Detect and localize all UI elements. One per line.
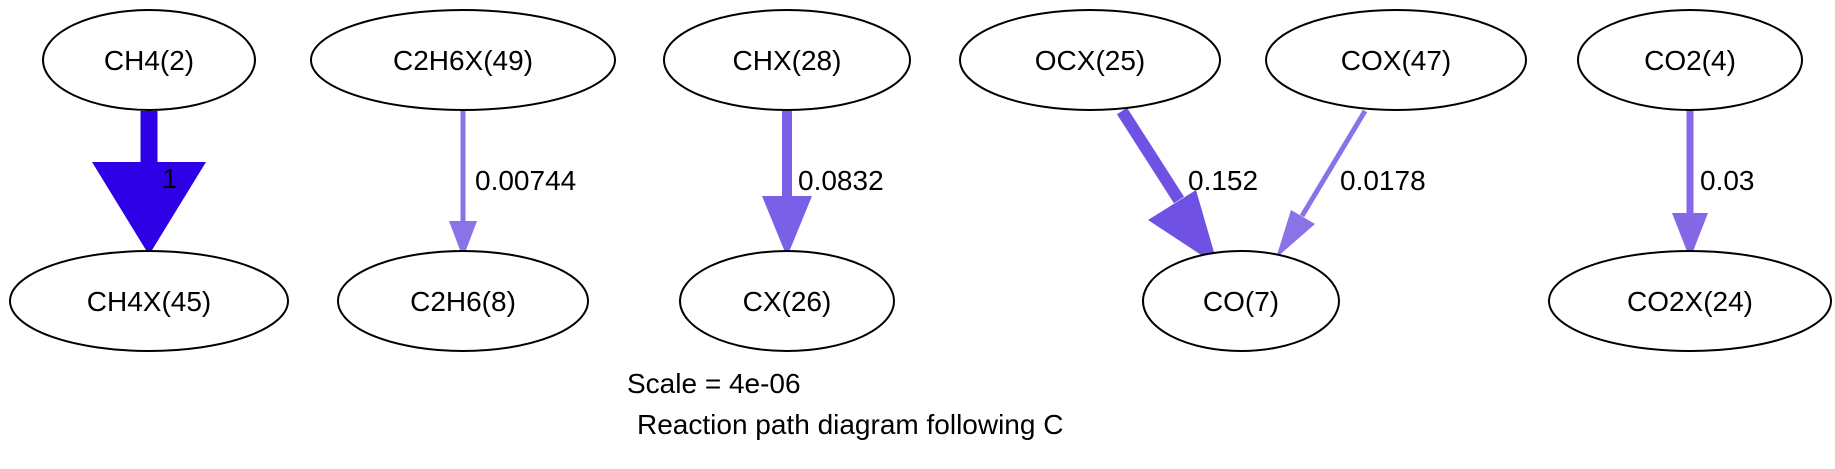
node-co[interactable]: CO(7) xyxy=(1142,250,1340,352)
node-label: OCX(25) xyxy=(1035,45,1145,76)
edge-ch4-to-ch4x: 1 xyxy=(92,111,206,255)
node-ocx[interactable]: OCX(25) xyxy=(959,9,1221,111)
edge-arrowhead xyxy=(449,221,477,258)
edge-arrowhead xyxy=(1672,213,1708,259)
node-co2[interactable]: CO2(4) xyxy=(1577,9,1803,111)
node-label: CX(26) xyxy=(743,286,832,317)
edge-c2h6x-to-c2h6: 0.00744 xyxy=(449,111,576,258)
node-label: CO2X(24) xyxy=(1627,286,1753,317)
scale-label: Scale = 4e-06 xyxy=(627,368,801,399)
edge-weight-label: 0.152 xyxy=(1188,165,1258,196)
node-label: CO2(4) xyxy=(1644,45,1736,76)
edge-weight-label: 0.0832 xyxy=(798,165,884,196)
node-label: C2H6X(49) xyxy=(393,45,533,76)
node-label: CH4(2) xyxy=(104,45,194,76)
edge-weight-label: 0.0178 xyxy=(1340,165,1426,196)
node-c2h6[interactable]: C2H6(8) xyxy=(337,250,589,352)
diagram-caption: Reaction path diagram following C xyxy=(637,409,1063,440)
edge-cox-to-co: 0.0178 xyxy=(1276,109,1426,258)
edge-line xyxy=(1116,107,1185,204)
edge-arrowhead xyxy=(762,196,812,257)
edge-arrowhead xyxy=(92,162,206,255)
node-label: CH4X(45) xyxy=(87,286,211,317)
node-label: CO(7) xyxy=(1203,286,1279,317)
node-co2x[interactable]: CO2X(24) xyxy=(1548,250,1832,352)
edge-chx-to-cx: 0.0832 xyxy=(762,111,884,257)
node-label: CHX(28) xyxy=(733,45,842,76)
node-cx[interactable]: CX(26) xyxy=(679,250,895,352)
edge-line xyxy=(1299,109,1368,218)
node-ch4[interactable]: CH4(2) xyxy=(42,9,256,111)
node-c2h6x[interactable]: C2H6X(49) xyxy=(310,9,616,111)
node-chx[interactable]: CHX(28) xyxy=(663,9,911,111)
node-label: C2H6(8) xyxy=(410,286,516,317)
node-ch4x[interactable]: CH4X(45) xyxy=(9,250,289,352)
edge-weight-label: 0.03 xyxy=(1700,165,1755,196)
edge-arrowhead xyxy=(1276,210,1315,258)
edge-weight-label: 1 xyxy=(162,163,178,194)
edge-weight-label: 0.00744 xyxy=(475,165,576,196)
node-label: COX(47) xyxy=(1341,45,1451,76)
node-cox[interactable]: COX(47) xyxy=(1265,9,1527,111)
edge-ocx-to-co: 0.152 xyxy=(1116,107,1258,266)
edge-co2-to-co2x: 0.03 xyxy=(1672,111,1755,259)
edge-arrowhead xyxy=(1148,190,1218,266)
